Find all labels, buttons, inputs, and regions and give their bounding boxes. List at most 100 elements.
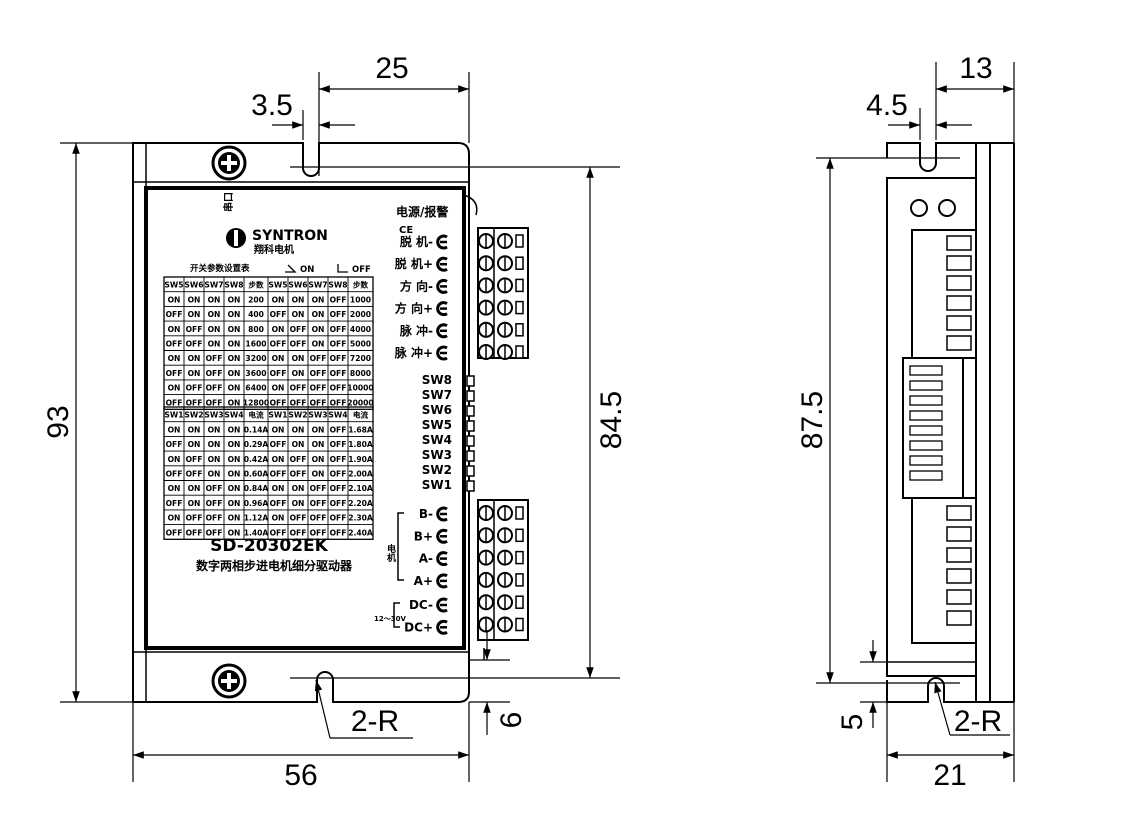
table-cell: ON bbox=[312, 325, 325, 334]
table-cell: OFF bbox=[206, 384, 223, 393]
table-cell: OFF bbox=[310, 514, 327, 523]
table-cell: ON bbox=[188, 484, 201, 493]
table-cell: ON bbox=[188, 295, 201, 304]
table-cell: 4000 bbox=[350, 325, 371, 334]
dim-radius-side: 2-R bbox=[954, 705, 1002, 738]
connector-icon bbox=[436, 278, 448, 294]
table-cell: ON bbox=[168, 354, 181, 363]
connector-icon bbox=[436, 323, 448, 339]
table-cell: OFF bbox=[270, 369, 287, 378]
table-cell: OFF bbox=[330, 354, 347, 363]
table-header-cell: SW4 bbox=[328, 411, 347, 420]
table-cell: OFF bbox=[166, 369, 183, 378]
dim-slot-offset: 25 bbox=[375, 52, 408, 85]
product-description: 数字两相步进电机细分驱动器 bbox=[196, 558, 353, 573]
table-cell: ON bbox=[228, 354, 241, 363]
table-cell: 2000 bbox=[350, 310, 371, 319]
table-cell: OFF bbox=[270, 528, 287, 537]
table-header-cell: 步数 bbox=[248, 280, 264, 290]
table-cell: ON bbox=[228, 325, 241, 334]
table-header-cell: SW1 bbox=[164, 411, 183, 420]
table-cell: ON bbox=[272, 325, 285, 334]
table-cell: 0.42A bbox=[244, 455, 269, 464]
table-cell: ON bbox=[228, 295, 241, 304]
table-cell: OFF bbox=[186, 384, 203, 393]
table-cell: OFF bbox=[166, 528, 183, 537]
table-cell: OFF bbox=[270, 470, 287, 479]
table-header-cell: 电流 bbox=[353, 410, 369, 420]
table-cell: ON bbox=[168, 295, 181, 304]
model-number: SD-20302EK bbox=[210, 536, 328, 556]
table-cell: OFF bbox=[330, 514, 347, 523]
table-cell: OFF bbox=[330, 369, 347, 378]
table-cell: OFF bbox=[310, 398, 327, 407]
table-header-cell: 电流 bbox=[248, 410, 264, 420]
connector-icon bbox=[436, 506, 448, 522]
brand-name: SYNTRON bbox=[252, 228, 328, 244]
table-cell: 2.30A bbox=[348, 514, 373, 523]
dip-switch-label: SW7 bbox=[422, 388, 452, 402]
control-terminal-labels: 脱 机-脱 机+方 向-方 向+脉 冲-脉 冲+ bbox=[394, 234, 448, 361]
table-cell: ON bbox=[188, 440, 201, 449]
table-cell: ON bbox=[312, 440, 325, 449]
ce-mark: CE bbox=[399, 225, 413, 236]
table-cell: ON bbox=[228, 310, 241, 319]
table-cell: ON bbox=[312, 340, 325, 349]
terminal-label: 方 向+ bbox=[395, 301, 433, 316]
table-cell: OFF bbox=[310, 354, 327, 363]
table-cell: 0.96A bbox=[244, 499, 269, 508]
table-cell: OFF bbox=[310, 499, 327, 508]
table-cell: ON bbox=[208, 470, 221, 479]
table-cell: OFF bbox=[186, 325, 203, 334]
table-cell: ON bbox=[228, 369, 241, 378]
table-header-cell: SW4 bbox=[224, 411, 243, 420]
dim-side-hole-spacing: 87.5 bbox=[796, 391, 829, 449]
table-header-cell: SW5 bbox=[268, 281, 287, 290]
table-cell: 2.00A bbox=[348, 470, 373, 479]
table-cell: ON bbox=[168, 425, 181, 434]
table-cell: OFF bbox=[186, 340, 203, 349]
table-cell: ON bbox=[228, 528, 241, 537]
terminal-label: DC+ bbox=[404, 620, 433, 634]
table-cell: 0.14A bbox=[244, 425, 269, 434]
table-cell: 0.60A bbox=[244, 470, 269, 479]
dip-switch-label: SW5 bbox=[422, 418, 452, 432]
table-cell: 5000 bbox=[350, 340, 371, 349]
table-cell: OFF bbox=[206, 484, 223, 493]
table-cell: ON bbox=[228, 384, 241, 393]
table-cell: ON bbox=[312, 455, 325, 464]
dip-switch-pins bbox=[466, 375, 475, 492]
table-cell: OFF bbox=[186, 528, 203, 537]
table-cell: ON bbox=[312, 310, 325, 319]
connector-icon bbox=[436, 573, 448, 589]
table-cell: OFF bbox=[310, 484, 327, 493]
table-cell: ON bbox=[208, 325, 221, 334]
table-cell: 400 bbox=[248, 310, 264, 319]
table-cell: ON bbox=[272, 425, 285, 434]
table-header-cell: SW3 bbox=[204, 411, 223, 420]
dip-switch-label: SW8 bbox=[422, 373, 452, 387]
dim-slot-width: 3.5 bbox=[251, 89, 293, 122]
table-cell: OFF bbox=[186, 470, 203, 479]
table-cell: OFF bbox=[270, 340, 287, 349]
table-cell: OFF bbox=[166, 310, 183, 319]
table-header-cell: SW2 bbox=[288, 411, 307, 420]
table-cell: ON bbox=[312, 470, 325, 479]
table-cell: ON bbox=[228, 484, 241, 493]
connector-icon bbox=[436, 551, 448, 567]
table-cell: ON bbox=[228, 499, 241, 508]
table-cell: OFF bbox=[186, 398, 203, 407]
table-cell: ON bbox=[208, 455, 221, 464]
front-panel bbox=[144, 186, 466, 650]
table-cell: OFF bbox=[206, 398, 223, 407]
terminal-label: DC- bbox=[409, 598, 433, 612]
terminal-screws bbox=[478, 233, 524, 633]
table-cell: ON bbox=[312, 425, 325, 434]
dip-switch-label: SW1 bbox=[422, 478, 452, 492]
table-cell: OFF bbox=[310, 384, 327, 393]
table-cell: ON bbox=[272, 295, 285, 304]
dim-height-total: 93 bbox=[42, 405, 75, 438]
